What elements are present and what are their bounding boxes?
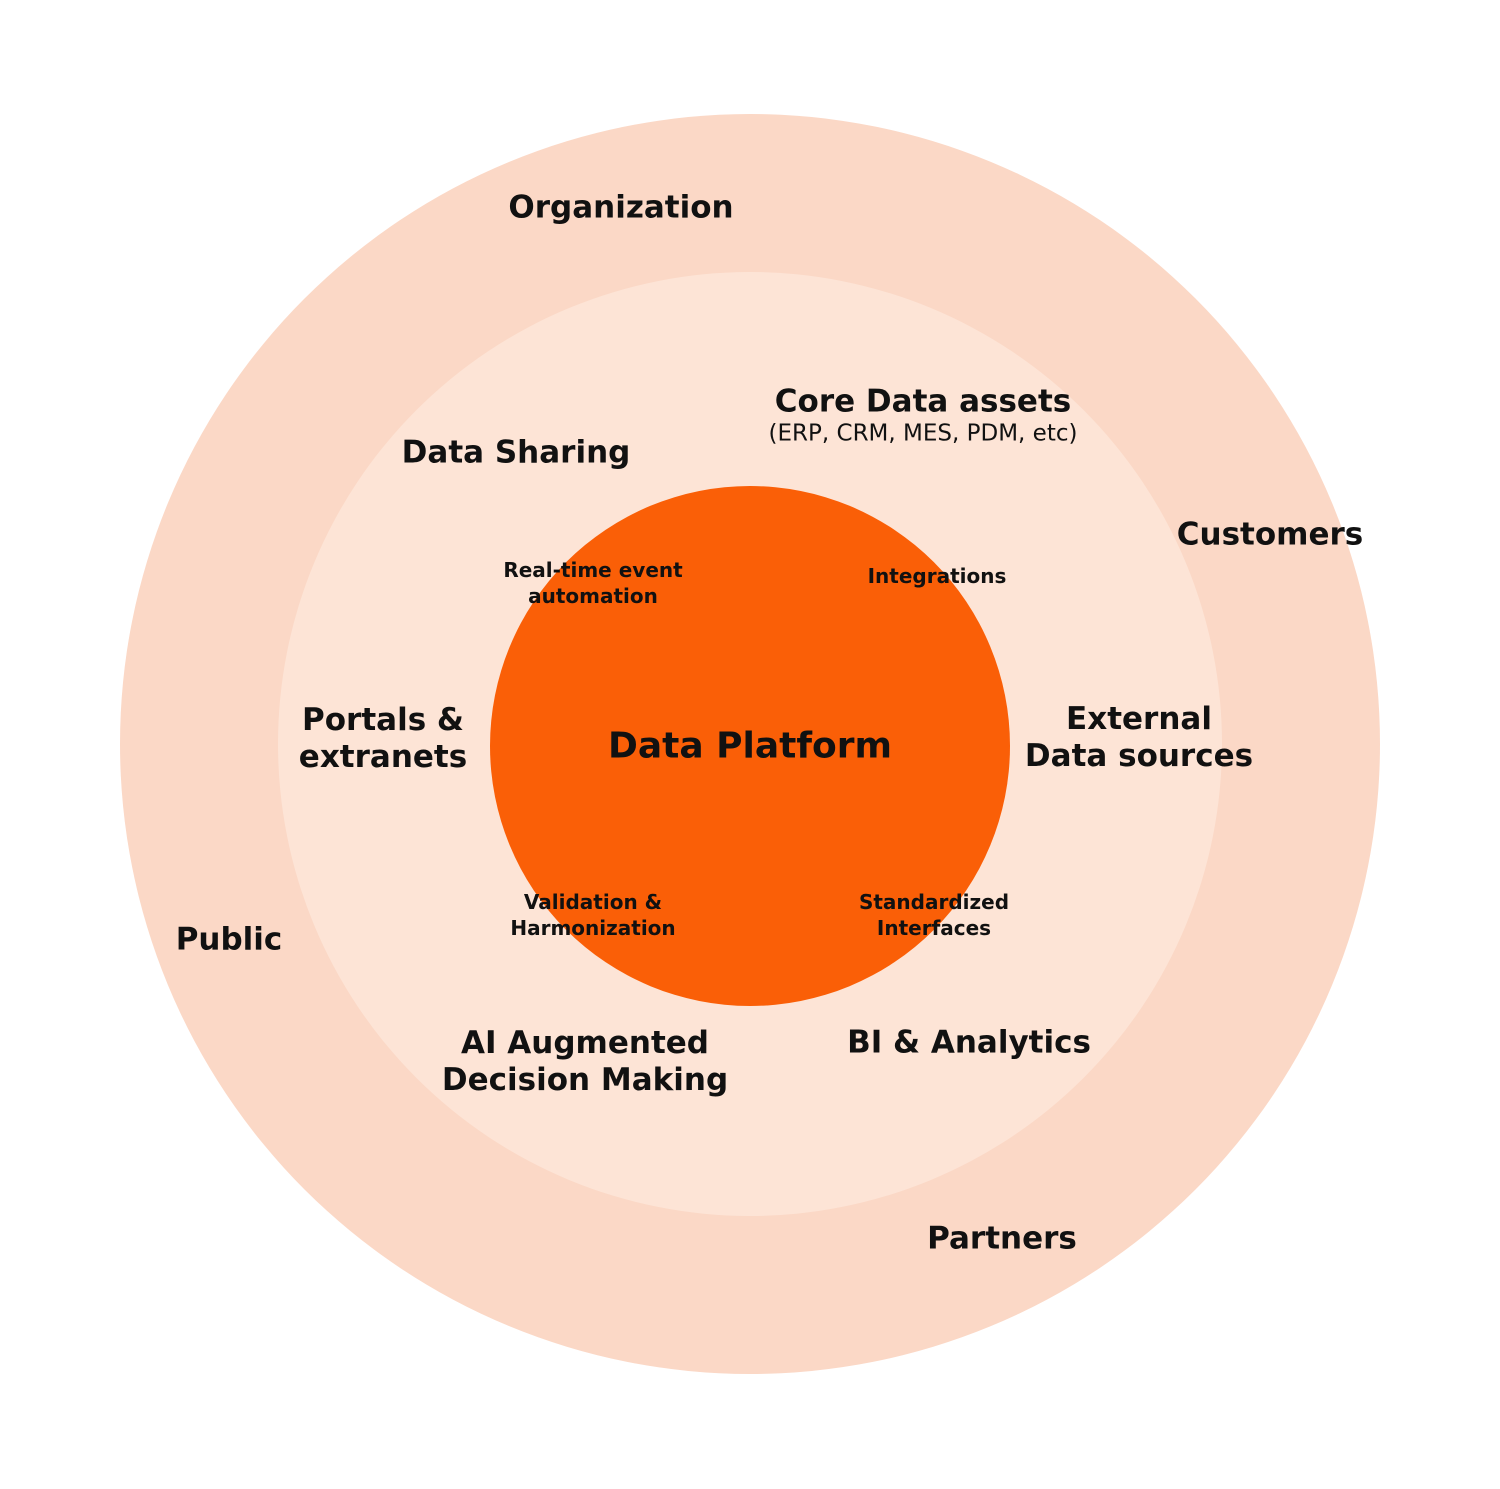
label-integrations: Integrations <box>867 564 1007 588</box>
label-ai-augmented-decision-making: AI Augmented Decision Making <box>442 1025 728 1099</box>
external-line-2: Data sources <box>1024 738 1254 774</box>
label-realtime-event-automation: Real-time event automation <box>503 557 682 609</box>
label-data-sharing: Data Sharing <box>401 434 631 471</box>
label-portals-extranets: Portals & extranets <box>299 702 467 776</box>
portals-line-1: Portals & <box>302 701 464 738</box>
label-partners: Partners <box>927 1220 1077 1257</box>
external-line-1: External <box>1066 700 1212 737</box>
ai-line-2: Decision Making <box>441 1062 729 1098</box>
standardized-line-1: Standardized <box>858 890 1010 914</box>
label-validation-harmonization: Validation & Harmonization <box>510 889 675 941</box>
label-organization: Organization <box>508 189 734 226</box>
core-data-assets-subtitle: (ERP, CRM, MES, PDM, etc) <box>768 420 1078 447</box>
label-public: Public <box>175 921 283 958</box>
label-core-data-assets: Core Data assets (ERP, CRM, MES, PDM, et… <box>769 384 1078 449</box>
label-standardized-interfaces: Standardized Interfaces <box>859 889 1009 941</box>
label-external-data-sources: External Data sources <box>1025 701 1253 775</box>
core-circle <box>490 486 1010 1006</box>
standardized-line-2: Interfaces <box>876 916 992 940</box>
portals-line-2: extranets <box>298 739 468 775</box>
realtime-line-2: automation <box>528 584 658 608</box>
label-data-platform: Data Platform <box>607 725 893 767</box>
core-data-assets-title: Core Data assets <box>774 383 1072 420</box>
ai-line-1: AI Augmented <box>460 1024 709 1061</box>
label-bi-analytics: BI & Analytics <box>847 1024 1091 1061</box>
realtime-line-1: Real-time event <box>503 558 683 582</box>
validation-line-2: Harmonization <box>510 916 676 940</box>
validation-line-1: Validation & <box>523 890 663 914</box>
label-customers: Customers <box>1176 516 1364 553</box>
